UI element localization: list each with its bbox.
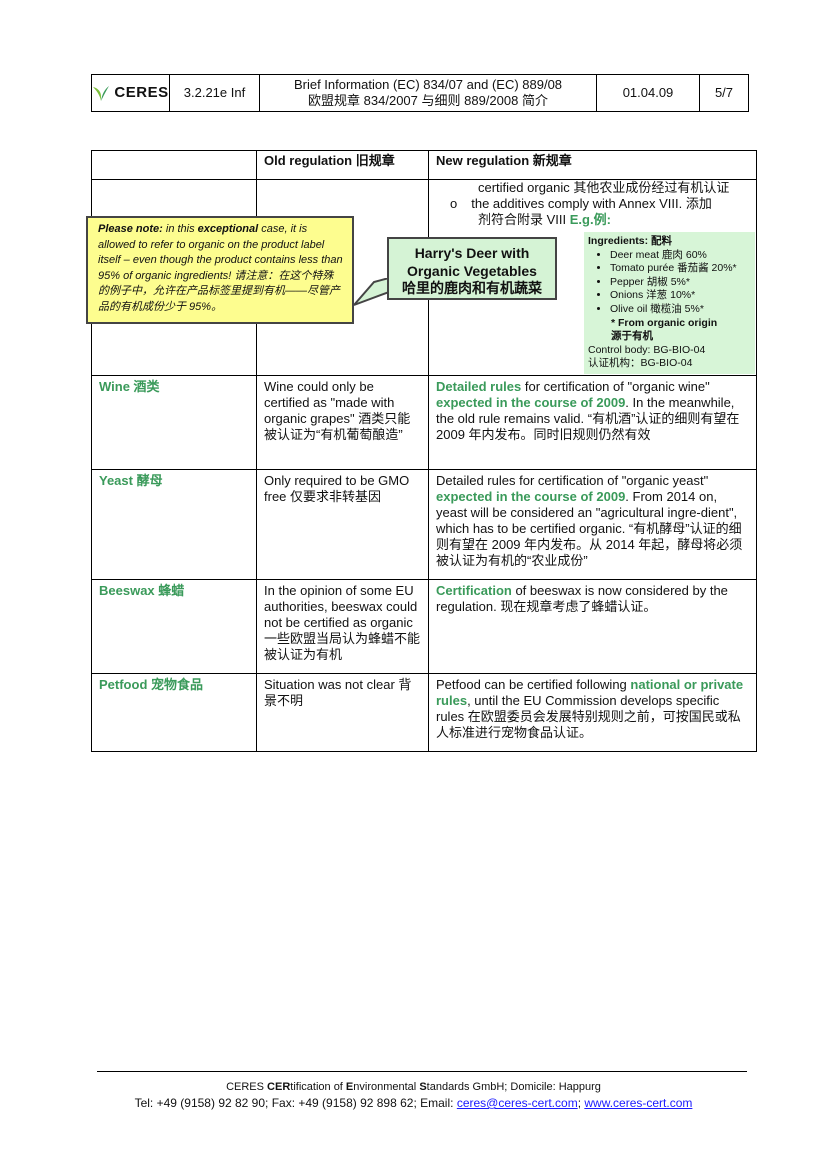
header-cell-old: Old regulation 旧规章 bbox=[256, 150, 429, 180]
header-cell-new: New regulation 新规章 bbox=[428, 150, 757, 180]
doc-title: Brief Information (EC) 834/07 and (EC) 8… bbox=[259, 74, 597, 112]
control-body-cn: 认证机构：BG-BIO-04 bbox=[588, 357, 693, 370]
product-label-line2: Organic Vegetables bbox=[407, 262, 537, 279]
ingredients-list: Deer meat 鹿肉 60% Tomato purée 番茄酱 20%* P… bbox=[588, 249, 755, 317]
old-regulation-wine: Wine could only be certified as "made wi… bbox=[256, 375, 429, 470]
table-row: Yeast 酵母 Only required to be GMO free 仅要… bbox=[91, 469, 757, 580]
regulation-table: Old regulation 旧规章 New regulation 新规章 ce… bbox=[91, 150, 757, 752]
list-item: o the additives comply with Annex VIII. … bbox=[436, 196, 749, 212]
highlight: expected in the course of 2009 bbox=[436, 395, 626, 410]
continuation-line2: the additives comply with Annex VIII. 添加 bbox=[471, 196, 712, 211]
logo-text: CERES bbox=[114, 84, 169, 101]
highlight: national or private rules bbox=[436, 677, 744, 708]
page-number: 5/7 bbox=[699, 74, 749, 112]
list-item: Onions 洋葱 10%* bbox=[610, 289, 755, 303]
website-link[interactable]: www.ceres-cert.com bbox=[584, 1096, 693, 1110]
footer-contact: Tel: +49 (9158) 92 82 90; Fax: +49 (9158… bbox=[134, 1096, 693, 1110]
new-regulation-wine: Detailed rules for certification of "org… bbox=[428, 375, 757, 470]
callout-pointer bbox=[353, 278, 390, 306]
organic-origin-note-cn: 源于有机 bbox=[611, 330, 653, 343]
doc-date: 01.04.09 bbox=[596, 74, 700, 112]
list-item: Deer meat 鹿肉 60% bbox=[610, 249, 755, 263]
doc-title-en: Brief Information (EC) 834/07 and (EC) 8… bbox=[293, 77, 563, 92]
ingredients-title: Ingredients: 配料 bbox=[588, 235, 673, 247]
table-row: Wine 酒类 Wine could only be certified as … bbox=[91, 375, 757, 470]
table-row: Beeswax 蜂蜡 In the opinion of some EU aut… bbox=[91, 579, 757, 674]
eg-label: E.g.例: bbox=[569, 212, 611, 227]
doc-title-cn: 欧盟规章 834/2007 与细则 889/2008 简介 bbox=[308, 93, 548, 108]
old-regulation-yeast: Only required to be GMO free 仅要求非转基因 bbox=[256, 469, 429, 580]
bullet-marker: o bbox=[450, 196, 458, 211]
note-emphasis: exceptional bbox=[197, 223, 259, 235]
doc-code: 3.2.21e Inf bbox=[169, 74, 260, 112]
list-item: Tomato purée 番茄酱 20%* bbox=[610, 262, 755, 276]
new-regulation-beeswax: Certification of beeswax is now consider… bbox=[428, 579, 757, 674]
list-item: Olive oil 橄榄油 5%* bbox=[610, 303, 755, 317]
table-header-row: Old regulation 旧规章 New regulation 新规章 bbox=[91, 150, 757, 180]
highlight: expected in the course of 2009 bbox=[436, 489, 626, 504]
product-label-line1: Harry's Deer with bbox=[414, 245, 530, 261]
note-callout: Please note: in this exceptional case, i… bbox=[86, 216, 354, 324]
ceres-leaf-icon bbox=[93, 86, 110, 101]
highlight: Certification bbox=[436, 583, 512, 598]
organic-origin-note: * From organic origin bbox=[611, 316, 718, 329]
new-regulation-petfood: Petfood can be certified following natio… bbox=[428, 673, 757, 752]
product-label: Harry's Deer with Organic Vegetables 哈里的… bbox=[387, 237, 557, 300]
header-table: CERES 3.2.21e Inf Brief Information (EC)… bbox=[91, 74, 749, 112]
category-yeast: Yeast 酵母 bbox=[91, 469, 257, 580]
continuation-line3: 剂符合附录 VIII bbox=[478, 212, 570, 227]
footer-company: CERES CERtification of Environmental Sta… bbox=[226, 1081, 601, 1093]
table-row: Petfood 宠物食品 Situation was not clear 背景不… bbox=[91, 673, 757, 752]
ingredients-box: Ingredients: 配料 Deer meat 鹿肉 60% Tomato … bbox=[584, 232, 755, 374]
old-regulation-petfood: Situation was not clear 背景不明 bbox=[256, 673, 429, 752]
list-item: Pepper 胡椒 5%* bbox=[610, 276, 755, 290]
continuation-line1: certified organic 其他农业成份经过有机认证 bbox=[478, 180, 730, 195]
category-wine: Wine 酒类 bbox=[91, 375, 257, 470]
new-regulation-yeast: Detailed rules for certification of "org… bbox=[428, 469, 757, 580]
footer-divider bbox=[97, 1071, 747, 1072]
product-label-line3: 哈里的鹿肉和有机蔬菜 bbox=[402, 280, 542, 296]
highlight: Detailed rules bbox=[436, 379, 522, 394]
header-cell-empty bbox=[91, 150, 257, 180]
old-regulation-beeswax: In the opinion of some EU authorities, b… bbox=[256, 579, 429, 674]
category-beeswax: Beeswax 蜂蜡 bbox=[91, 579, 257, 674]
logo-cell: CERES bbox=[91, 74, 170, 112]
control-body: Control body: BG-BIO-04 bbox=[588, 343, 706, 356]
note-label: Please note: bbox=[98, 223, 163, 235]
email-link[interactable]: ceres@ceres-cert.com bbox=[456, 1096, 578, 1110]
category-petfood: Petfood 宠物食品 bbox=[91, 673, 257, 752]
